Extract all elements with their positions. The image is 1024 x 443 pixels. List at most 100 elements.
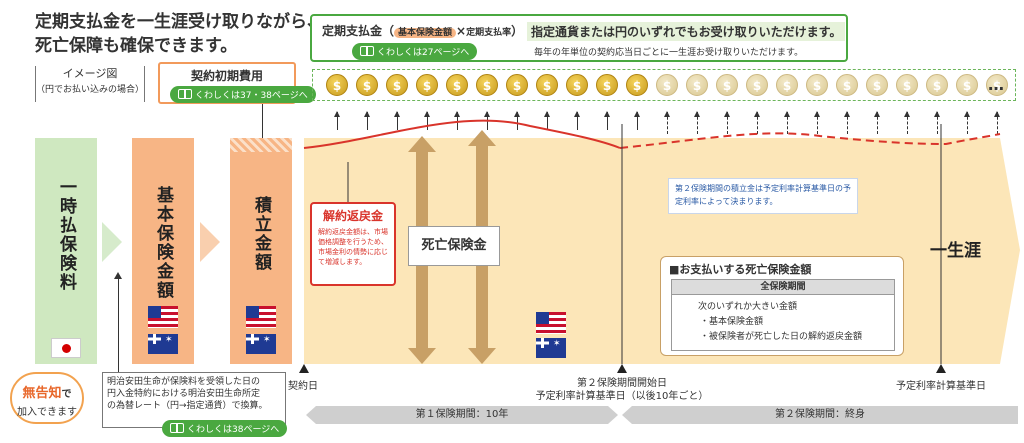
us-flag-icon: [536, 312, 566, 334]
periodic-formula: 定期支払金（基本保険金額×定期支払率）: [322, 22, 523, 39]
rate-calc-label: 予定利率計算基準日: [896, 381, 986, 392]
exchange-line-2: 円入金特約における明治安田生命所定: [107, 389, 261, 399]
image-note: イメージ図 （円でお払い込みの場合）: [35, 66, 145, 102]
reserve-cost-band: [230, 138, 292, 152]
paren-close: ）: [511, 24, 524, 38]
dollar-coin-icon: $: [386, 74, 408, 96]
death-payout-line-3: ・被保険者が死亡した日の解約返戻金額: [700, 332, 863, 342]
period-1-label: 第１保険期間：10年: [415, 409, 509, 420]
dollar-coin-icon: $: [506, 74, 528, 96]
book-icon: [170, 423, 184, 433]
reserve-curve-solid: [303, 119, 621, 149]
image-note-sub: （円でお払い込みの場合）: [36, 85, 145, 95]
dollar-coin-icon: $: [536, 74, 558, 96]
periodic-label: 定期支払金: [322, 24, 383, 38]
dollar-coin-icon: $: [686, 74, 708, 96]
periodic-link[interactable]: くわしくは27ページへ: [352, 43, 478, 60]
dollar-coin-icon: $: [416, 74, 438, 96]
australia-flag-icon: [246, 334, 276, 354]
exchange-pointer-head: [114, 272, 122, 279]
initial-cost-box: 契約初期費用 くわしくは37・38ページへ: [158, 62, 316, 104]
payment-arrow: [784, 111, 790, 134]
book-icon: [360, 46, 374, 56]
payment-arrow: [334, 111, 340, 130]
second-period-note: 第２保険期間の積立金は予定利率計算基準日の予定利率によって決まります。: [668, 178, 858, 214]
dollar-coin-icon: $: [626, 74, 648, 96]
exchange-link[interactable]: くわしくは38ページへ: [162, 420, 288, 437]
death-payout-table: 全保険期間 次のいずれか大きい金額 ・基本保険金額 ・被保険者が死亡した日の解約…: [671, 279, 895, 351]
periodic-main-text: 指定通貨または円のいずれでもお受け取りいただけます。: [527, 22, 846, 41]
surrender-box: 解約返戻金 解約返戻金額は、市場価格調整を行うため、市場金利の情勢に応じて増減し…: [310, 202, 396, 286]
exchange-pointer: [118, 276, 119, 372]
no-notice-line-2: 加入できます: [17, 407, 77, 418]
period-2-bar: 第２保険期間：終身: [622, 406, 1018, 424]
second-start-line-1: 第２保険期間開始日: [577, 378, 667, 389]
exchange-line-1: 明治安田生命が保険料を受領した日の: [107, 377, 261, 387]
dollar-coin-icon: $: [956, 74, 978, 96]
no-notice-de: で: [61, 389, 72, 400]
basic-amount-column: 基本保険金額: [132, 138, 194, 364]
headline: 定期支払金を一生涯受け取りながら、 死亡保障も確保できます。: [35, 10, 324, 58]
rate-calc-marker: [936, 364, 946, 373]
payment-arrow: [514, 111, 520, 130]
dollar-coin-icon: $: [896, 74, 918, 96]
australia-flag-icon: [536, 338, 566, 358]
no-notice-emphasis: 無告知: [22, 386, 62, 401]
payment-arrow: [364, 111, 370, 130]
dollar-coin-icon: $: [716, 74, 738, 96]
dollar-coin-icon: $: [656, 74, 678, 96]
contract-day-label: 契約日: [288, 381, 318, 392]
payment-arrow: [634, 111, 640, 130]
exchange-link-text: くわしくは38ページへ: [187, 425, 280, 435]
death-benefit-box: 死亡保険金: [408, 226, 500, 266]
lump-premium-label: 一時払保険料: [56, 178, 76, 292]
us-flag-icon: [148, 306, 178, 328]
second-period-note-text: 第２保険期間の積立金は予定利率計算基準日の予定利率によって決まります。: [675, 184, 851, 206]
book-icon: [178, 89, 192, 99]
payment-arrow: [694, 111, 700, 134]
flow-arrow-2: [200, 222, 220, 262]
dollar-coin-icon: $: [866, 74, 888, 96]
lump-premium-column: 一時払保険料: [35, 138, 97, 364]
payment-arrow: [724, 111, 730, 134]
payment-arrow: [814, 111, 820, 134]
contract-day-marker: [299, 364, 309, 373]
payment-arrow: [994, 111, 1000, 134]
no-notice-badge: 無告知で 加入できます: [10, 372, 84, 424]
dollar-coin-icon: $: [836, 74, 858, 96]
dollar-coin-icon: $: [986, 74, 1008, 96]
death-payout-box: ■お支払いする死亡保険金額 全保険期間 次のいずれか大きい金額 ・基本保険金額 …: [660, 256, 904, 356]
headline-line-1: 定期支払金を一生涯受け取りながら、: [35, 12, 324, 32]
second-start-label: 第２保険期間開始日 予定利率計算基準日（以後10年ごと）: [516, 377, 728, 403]
dollar-coin-icon: $: [446, 74, 468, 96]
payment-arrow: [424, 111, 430, 130]
australia-flag-icon: [148, 334, 178, 354]
payment-arrow: [874, 111, 880, 134]
reserve-label: 積立金額: [251, 196, 271, 272]
dollar-coin-icon: $: [776, 74, 798, 96]
initial-cost-connector: [262, 104, 263, 138]
dollar-coin-icon: $: [806, 74, 828, 96]
death-payout-line-1: 次のいずれか大きい金額: [698, 302, 798, 312]
payment-arrow: [904, 111, 910, 134]
dollar-coin-icon: $: [926, 74, 948, 96]
payment-arrow: [754, 111, 760, 134]
dollar-coin-icon: $: [356, 74, 378, 96]
no-notice-line-1: 無告知で: [12, 382, 82, 401]
payment-arrow: [574, 111, 580, 130]
reserve-curve-dashed: [619, 132, 1001, 149]
death-payout-title: ■お支払いする死亡保険金額: [669, 263, 812, 276]
dollar-coin-icon: $: [596, 74, 618, 96]
periodic-link-text: くわしくは27ページへ: [377, 48, 470, 58]
periodic-sub-text: 毎年の年単位の契約応当日ごとに一生涯お受け取りいただけます。: [534, 48, 804, 58]
death-benefit-label: 死亡保険金: [421, 238, 487, 253]
initial-cost-link[interactable]: くわしくは37・38ページへ: [170, 86, 316, 103]
japan-flag-icon: [51, 338, 81, 358]
dollar-coin-icon: $: [476, 74, 498, 96]
initial-cost-title: 契約初期費用: [190, 69, 263, 83]
period-1-bar: 第１保険期間：10年: [306, 406, 618, 424]
rate-label: 定期支払率: [466, 28, 512, 38]
dollar-coin-icon: $: [566, 74, 588, 96]
times-sign: ×: [456, 24, 467, 38]
surrender-title: 解約返戻金: [322, 209, 383, 223]
